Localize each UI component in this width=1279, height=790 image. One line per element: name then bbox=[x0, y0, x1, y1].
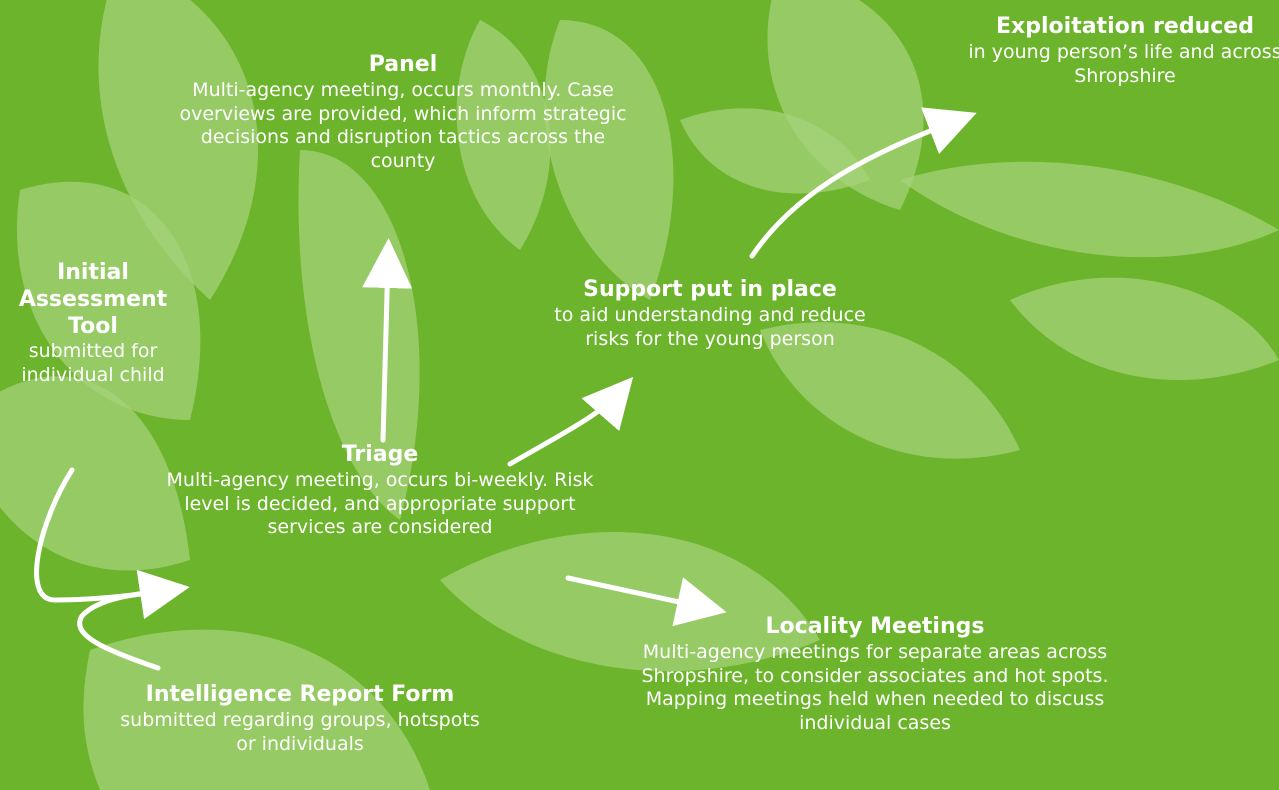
leaf-shape bbox=[760, 322, 1020, 459]
node-exploitation-reduced: Exploitation reduced in young person’s l… bbox=[960, 14, 1279, 88]
node-description: to aid understanding and reduce risks fo… bbox=[554, 303, 866, 350]
leaf-shape bbox=[83, 629, 430, 790]
arrow-triage-to-locality bbox=[565, 575, 727, 627]
node-description: submitted for individual child bbox=[21, 340, 165, 387]
arrow-triage-to-support bbox=[507, 376, 634, 467]
node-title: Support put in place bbox=[583, 277, 837, 302]
arrow-triage-to-panel bbox=[362, 238, 413, 443]
node-support-put-in-place: Support put in place to aid understandin… bbox=[540, 277, 880, 351]
leaf-shape bbox=[98, 0, 259, 300]
node-title: Locality Meetings bbox=[765, 614, 985, 639]
node-initial-assessment-tool: Initial Assessment Tool submitted for in… bbox=[8, 260, 178, 388]
node-locality-meetings: Locality Meetings Multi-agency meetings … bbox=[630, 614, 1120, 736]
node-triage: Triage Multi-agency meeting, occurs bi-w… bbox=[150, 442, 610, 540]
leaf-shape bbox=[16, 181, 201, 420]
leaf-shape bbox=[1010, 277, 1279, 380]
leaf-shape bbox=[680, 108, 870, 194]
node-description: Multi-agency meeting, occurs bi-weekly. … bbox=[166, 468, 594, 539]
node-description: Multi-agency meeting, occurs monthly. Ca… bbox=[179, 78, 627, 173]
node-intelligence-report-form: Intelligence Report Form submitted regar… bbox=[110, 682, 490, 756]
leaf-shape bbox=[767, 0, 924, 210]
leaf-shape bbox=[900, 161, 1279, 258]
leaf-shape bbox=[544, 20, 674, 300]
node-description: Multi-agency meetings for separate areas… bbox=[641, 640, 1109, 735]
node-description: in young person’s life and across Shrops… bbox=[968, 40, 1279, 87]
node-title: Intelligence Report Form bbox=[145, 682, 455, 707]
node-title: Initial Assessment Tool bbox=[18, 260, 168, 339]
arrow-intel-to-triage bbox=[77, 587, 173, 671]
node-panel: Panel Multi-agency meeting, occurs month… bbox=[178, 52, 628, 174]
flow-arrows bbox=[34, 107, 977, 671]
leaf-shape bbox=[440, 532, 820, 672]
node-description: submitted regarding groups, hotspots or … bbox=[120, 708, 480, 755]
node-title: Triage bbox=[341, 442, 419, 467]
node-title: Exploitation reduced bbox=[996, 14, 1254, 39]
leaf-shape bbox=[456, 20, 551, 250]
node-title: Panel bbox=[368, 52, 438, 77]
arrow-support-to-exploitation bbox=[749, 107, 977, 259]
